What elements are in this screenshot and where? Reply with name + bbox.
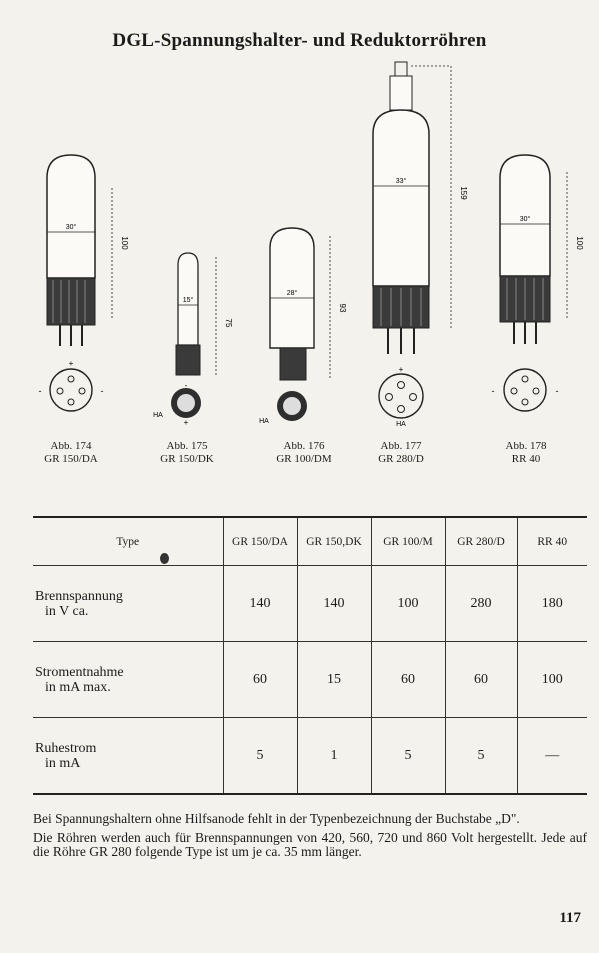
svg-text:-: - [39, 386, 42, 396]
diameter-label: 28° [287, 289, 298, 297]
tube-figure-174: 30° 100 + - - HA [39, 154, 129, 412]
svg-text:+: + [69, 359, 74, 368]
diameter-label: 15° [183, 296, 194, 304]
column-header: GR 150/DA [222, 517, 297, 566]
tube-figure-177: 33° 159 + HA [372, 61, 468, 428]
height-label: 75 [224, 319, 233, 328]
svg-text:-: - [556, 386, 559, 396]
note-paragraph: Bei Spannungshaltern ohne Hilfsanode feh… [33, 811, 520, 826]
height-label: 100 [575, 236, 584, 250]
table-cell: 1 [296, 717, 371, 795]
ink-spot [160, 553, 169, 564]
note-paragraph: Die Röhren werden auch für Brennspannung… [33, 830, 587, 859]
page-number: 117 [559, 910, 581, 926]
figure-caption-176: Abb. 176 GR 100/DM [276, 440, 332, 465]
svg-text:-: - [185, 381, 188, 390]
diameter-label: 33° [396, 177, 407, 185]
figure-caption-178: Abb. 178 RR 40 [505, 440, 547, 465]
svg-text:HA: HA [259, 418, 269, 425]
svg-text:+: + [399, 365, 404, 374]
table-cell: 180 [516, 565, 587, 642]
spec-table: Type GR 150/DA GR 150,DK GR 100/M GR 280… [33, 516, 587, 795]
table-header-row: Type GR 150/DA GR 150,DK GR 100/M GR 280… [33, 517, 587, 566]
column-header: GR 150,DK [296, 517, 371, 566]
svg-text:+: + [184, 418, 189, 425]
tube-figure-178: 30° 100 - - HA [492, 154, 584, 412]
column-header: RR 40 [516, 517, 587, 566]
svg-text:HA: HA [153, 412, 163, 419]
table-cell: 5 [222, 717, 297, 795]
table-cell: 5 [370, 717, 445, 795]
height-label: 159 [459, 186, 468, 200]
tube-figure-175: 15° 75 - HA + [153, 252, 233, 425]
figure-caption-177: Abb. 177 GR 280/D [378, 440, 424, 465]
svg-text:-: - [101, 386, 104, 396]
svg-text:HA: HA [396, 421, 406, 428]
table-cell: 280 [444, 565, 517, 642]
tube-figure-176: 28° 93 HA [259, 227, 347, 425]
page-title: DGL-Spannungshalter- und Reduktorröhren [112, 30, 487, 51]
table-cell: 100 [516, 641, 587, 718]
column-header: GR 280/D [444, 517, 517, 566]
table-cell: 60 [222, 641, 297, 718]
table-cell: 140 [222, 565, 297, 642]
height-label: 93 [338, 304, 347, 313]
svg-text:-: - [492, 386, 495, 396]
table-cell: 5 [444, 717, 517, 795]
figure-caption-175: Abb. 175 GR 150/DK [160, 440, 214, 465]
table-cell: 60 [444, 641, 517, 718]
figure-caption-174: Abb. 174 GR 150/DA [44, 440, 98, 465]
table-cell: 60 [370, 641, 445, 718]
diameter-label: 30° [66, 223, 77, 231]
table-cell: 15 [296, 641, 371, 718]
height-label: 100 [120, 236, 129, 250]
table-cell: 100 [370, 565, 445, 642]
column-header: Type [33, 517, 223, 566]
diameter-label: 30° [520, 215, 531, 223]
table-cell: 140 [296, 565, 371, 642]
table-cell: — [516, 717, 587, 795]
column-header: GR 100/M [370, 517, 445, 566]
footnotes: Bei Spannungshaltern ohne Hilfsanode feh… [33, 812, 587, 864]
